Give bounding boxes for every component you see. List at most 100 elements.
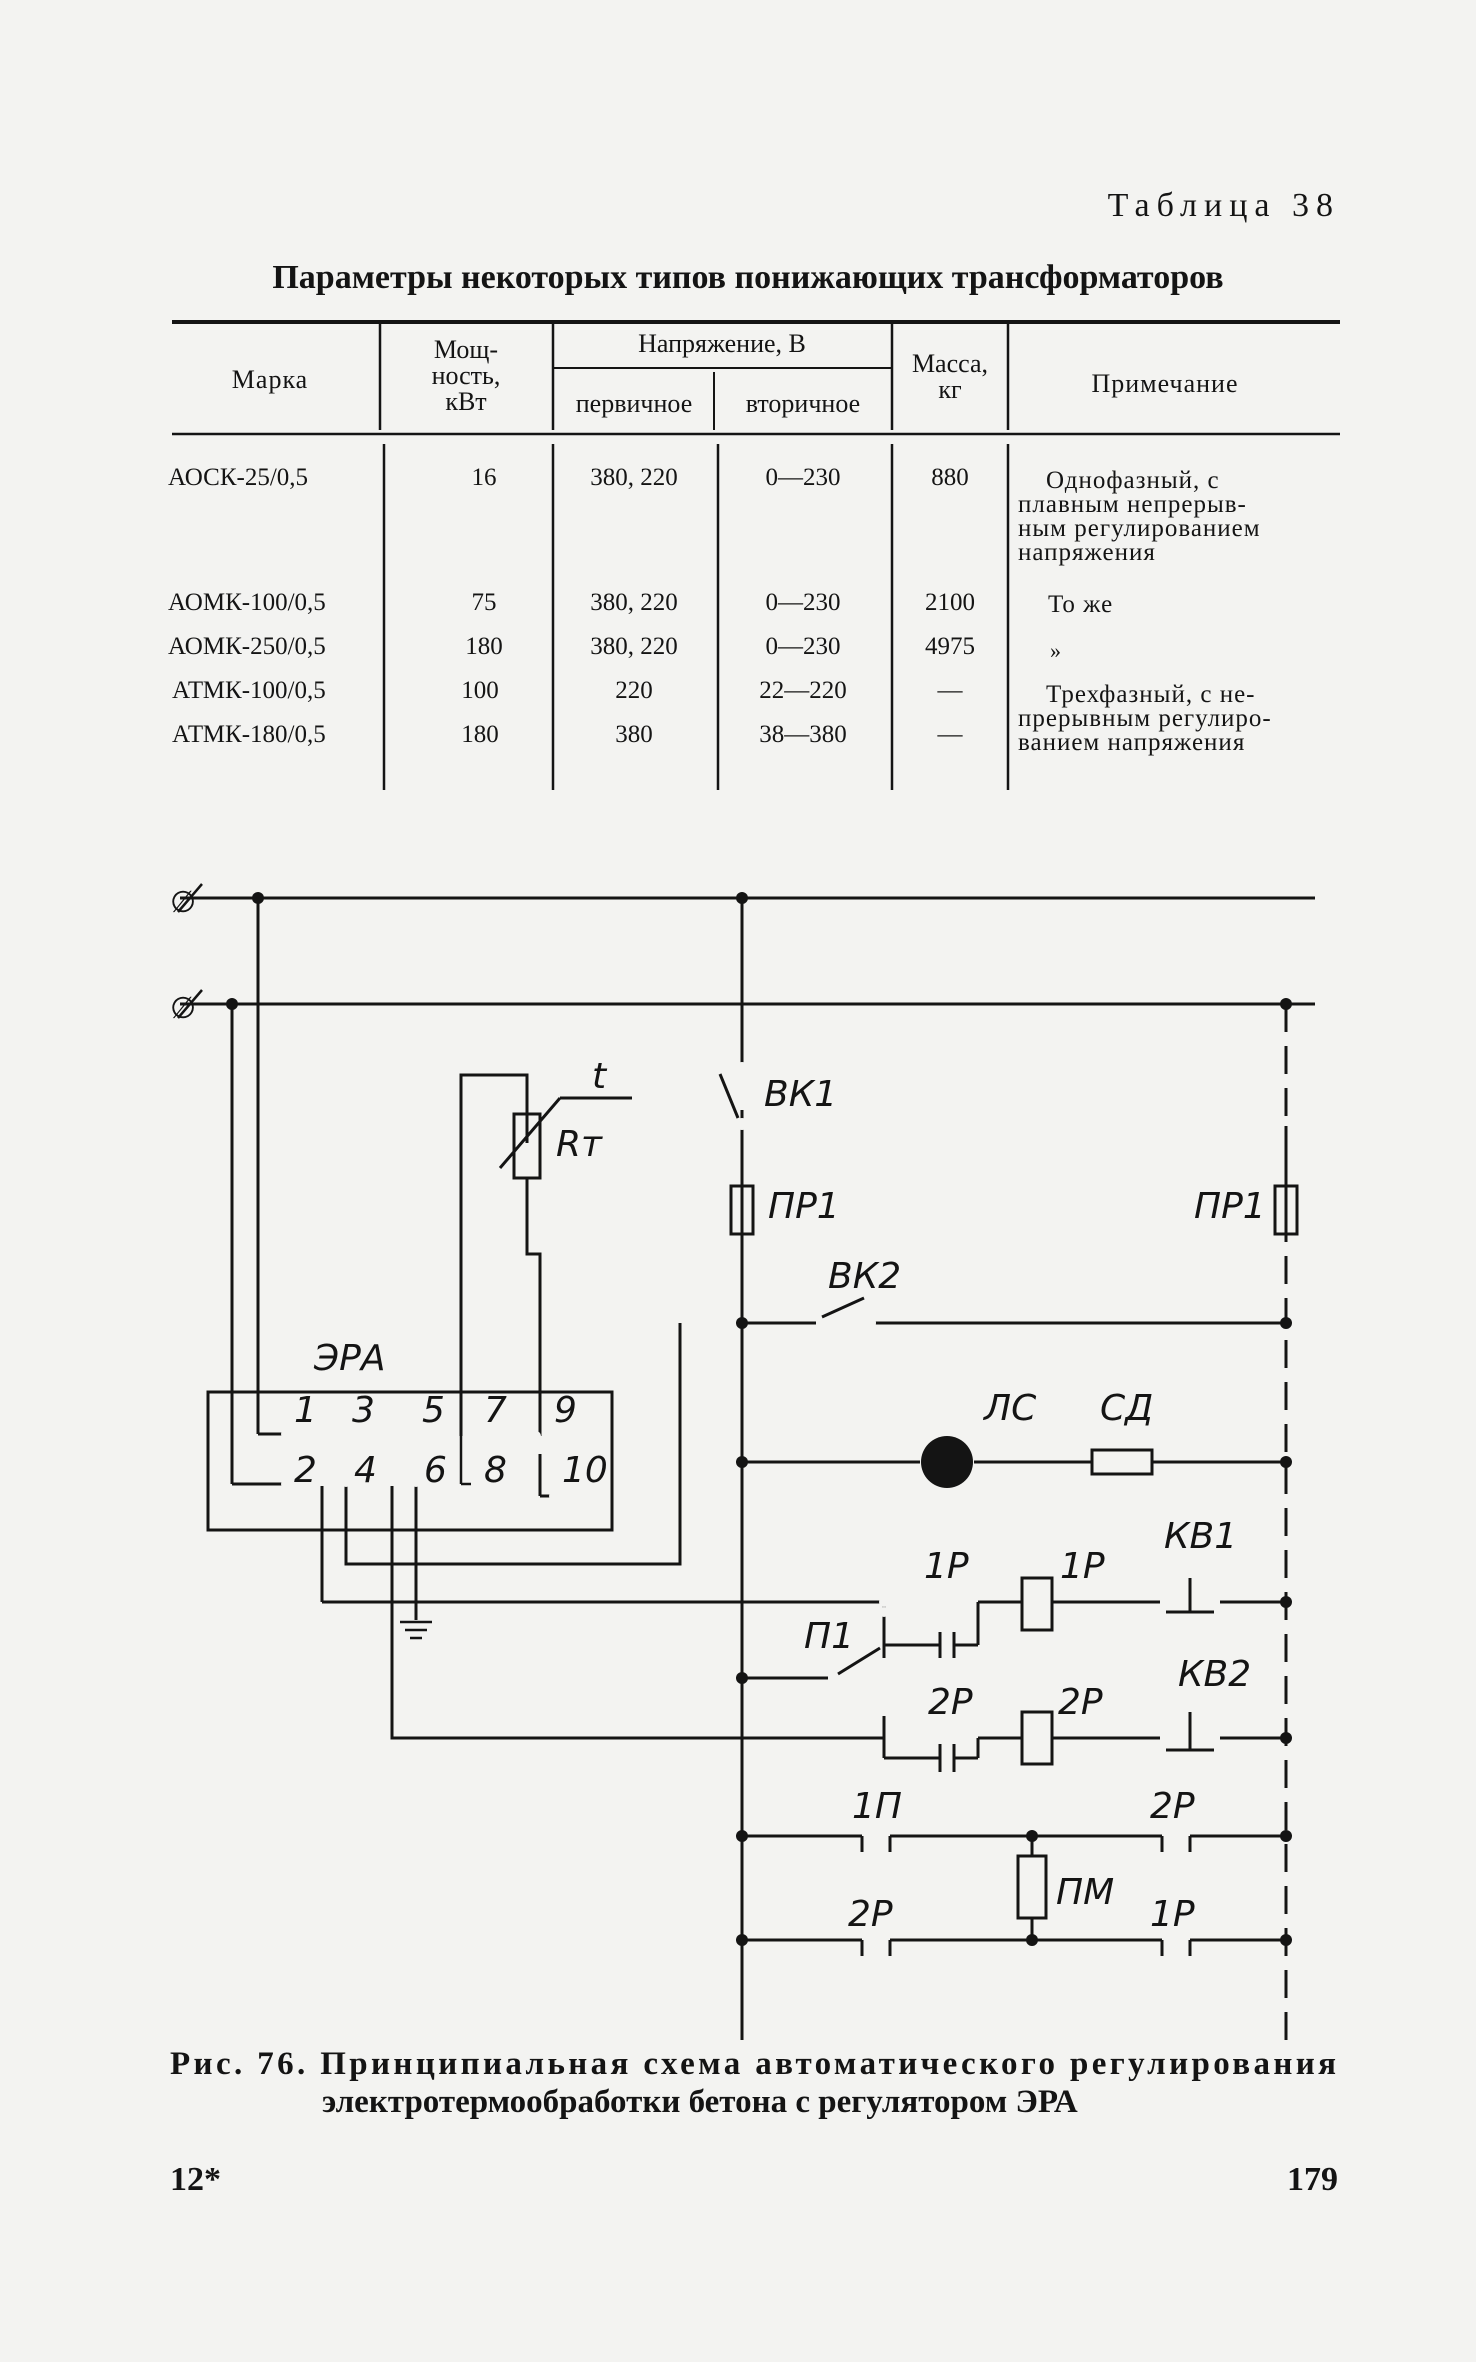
label-2p-coil: 2Р [1058, 1682, 1103, 1723]
coil-pm [1016, 1854, 1048, 1920]
table-row: АОСК-25/0,5 16 380, 220 0—230 880 [168, 464, 969, 491]
label-sd: СД [1100, 1388, 1153, 1429]
label-2p-contact: 2Р [928, 1682, 973, 1723]
cell-brand: АТМК-180/0,5 [172, 721, 326, 748]
thermistor-rt [498, 1096, 632, 1180]
table-title: Параметры некоторых типов понижающих тра… [272, 259, 1223, 296]
cell-primary: 220 [615, 677, 653, 704]
fuse-pr1 [729, 1184, 755, 1236]
limit-switch-kv2 [1160, 1700, 1220, 1752]
note-2: То же [1048, 591, 1113, 618]
cell-brand: АОСК-25/0,5 [168, 464, 308, 491]
terminal-label: 6 [424, 1450, 447, 1491]
label-vk1: ВК1 [764, 1074, 837, 1115]
label-rt: Rт [556, 1124, 603, 1165]
label-1p-coil: 1Р [1060, 1546, 1105, 1587]
relay-1p [879, 1576, 1054, 1658]
relay-2p [879, 1705, 1054, 1772]
resistor-sd [1090, 1448, 1154, 1476]
cell-mass: — [937, 677, 964, 704]
cell-mass: 880 [931, 464, 969, 491]
terminal-label: 3 [352, 1390, 375, 1431]
label-ls: ЛС [982, 1388, 1037, 1429]
figure-caption-line1: Рис. 76. Принципиальная схема автоматиче… [170, 2046, 1336, 2082]
cell-brand: АТМК-100/0,5 [172, 677, 326, 704]
table-row: АОМК-100/0,5 75 380, 220 0—230 2100 [168, 589, 975, 616]
terminal-label: 5 [422, 1390, 445, 1431]
terminal-label: 7 [484, 1390, 507, 1431]
note-3: » [1050, 638, 1062, 663]
label-p1: П1 [804, 1616, 854, 1657]
cell-power: 180 [465, 633, 503, 660]
phase-markers [177, 883, 203, 1019]
header-primary: первичное [576, 389, 693, 418]
cell-power: 75 [472, 589, 497, 616]
switch-p1 [828, 1607, 889, 1684]
figure-caption-line2: электротермообработки бетона с регулятор… [322, 2084, 1078, 2120]
table-row: АТМК-100/0,5 100 220 22—220 — [172, 677, 964, 704]
schematic-labels: ∅ ∅ t Rт ЭРА ВК1 ПР1 ПР1 ВК2 ЛС СД 1Р 1Р… [170, 886, 1266, 1935]
limit-switch-kv1 [1160, 1566, 1220, 1614]
note-1-line: Однофазный, с [1046, 467, 1220, 494]
note-1-line: плавным непрерыв- [1018, 491, 1247, 518]
label-pr1-right: ПР1 [1194, 1186, 1266, 1227]
label-kv1: КВ1 [1164, 1516, 1237, 1557]
label-vk2: ВК2 [828, 1256, 901, 1297]
label-kv2: КВ2 [1178, 1654, 1251, 1695]
cell-secondary: 0—230 [766, 464, 841, 491]
cell-primary: 380, 220 [590, 589, 678, 616]
era-terminal-wires [459, 1436, 471, 1486]
label-t: t [592, 1056, 608, 1097]
cell-secondary: 0—230 [766, 589, 841, 616]
note-1-line: ным регулированием [1018, 515, 1261, 542]
header-power-2: ность, [432, 361, 501, 390]
era-terminals [281, 1429, 559, 1501]
header-secondary: вторичное [746, 389, 860, 418]
terminal-label: 8 [484, 1450, 507, 1491]
note-4-line: Трехфазный, с не- [1046, 681, 1256, 708]
cell-primary: 380, 220 [590, 464, 678, 491]
phase-label: ∅ [170, 886, 196, 919]
ground-icon [400, 1620, 432, 1640]
node-dots [226, 892, 1292, 1946]
label-pm: ПМ [1056, 1872, 1114, 1913]
header-note: Примечание [1091, 369, 1238, 398]
cell-secondary: 22—220 [759, 677, 847, 704]
cell-power: 180 [461, 721, 499, 748]
cell-secondary: 0—230 [766, 633, 841, 660]
cell-brand: АОМК-100/0,5 [168, 589, 326, 616]
contacts-bottom [860, 1836, 1192, 1956]
cell-power: 16 [472, 464, 497, 491]
terminal-label: 1 [294, 1390, 317, 1431]
terminal-label: 10 [562, 1450, 608, 1491]
terminal-label: 2 [294, 1450, 317, 1491]
cell-mass: 2100 [925, 589, 975, 616]
note-1-line: напряжения [1018, 539, 1156, 566]
terminal-label: 9 [554, 1390, 577, 1431]
cell-power: 100 [461, 677, 499, 704]
cell-secondary: 38—380 [759, 721, 847, 748]
terminal-label: 4 [354, 1450, 377, 1491]
label-2p-top: 2Р [1150, 1786, 1195, 1827]
table-row: АОМК-250/0,5 180 380, 220 0—230 4975 [168, 633, 975, 660]
phase-label: ∅ [170, 992, 196, 1025]
header-brand: Марка [232, 365, 308, 394]
header-mass-2: кг [938, 375, 961, 404]
cell-primary: 380, 220 [590, 633, 678, 660]
label-1p-contact: 1Р [924, 1546, 969, 1587]
fuse-pr1-right [1273, 1184, 1299, 1236]
note-4-line: прерывным регулиро- [1018, 705, 1272, 732]
label-era: ЭРА [313, 1338, 385, 1379]
page-number: 179 [1287, 2161, 1338, 2198]
header-voltage: Напряжение, В [638, 329, 806, 358]
header-mass-1: Масса, [912, 349, 988, 378]
label-pr1: ПР1 [768, 1186, 840, 1227]
label-1p-top: 1П [852, 1786, 902, 1827]
label-1p-bottom: 1Р [1150, 1894, 1195, 1935]
switch-vk2 [816, 1296, 876, 1329]
switch-vk1 [718, 1062, 748, 1130]
table-header: Марка Мощ- ность, кВт Напряжение, В перв… [232, 329, 1238, 418]
cell-brand: АОМК-250/0,5 [168, 633, 326, 660]
lamp-ls [921, 1436, 973, 1488]
